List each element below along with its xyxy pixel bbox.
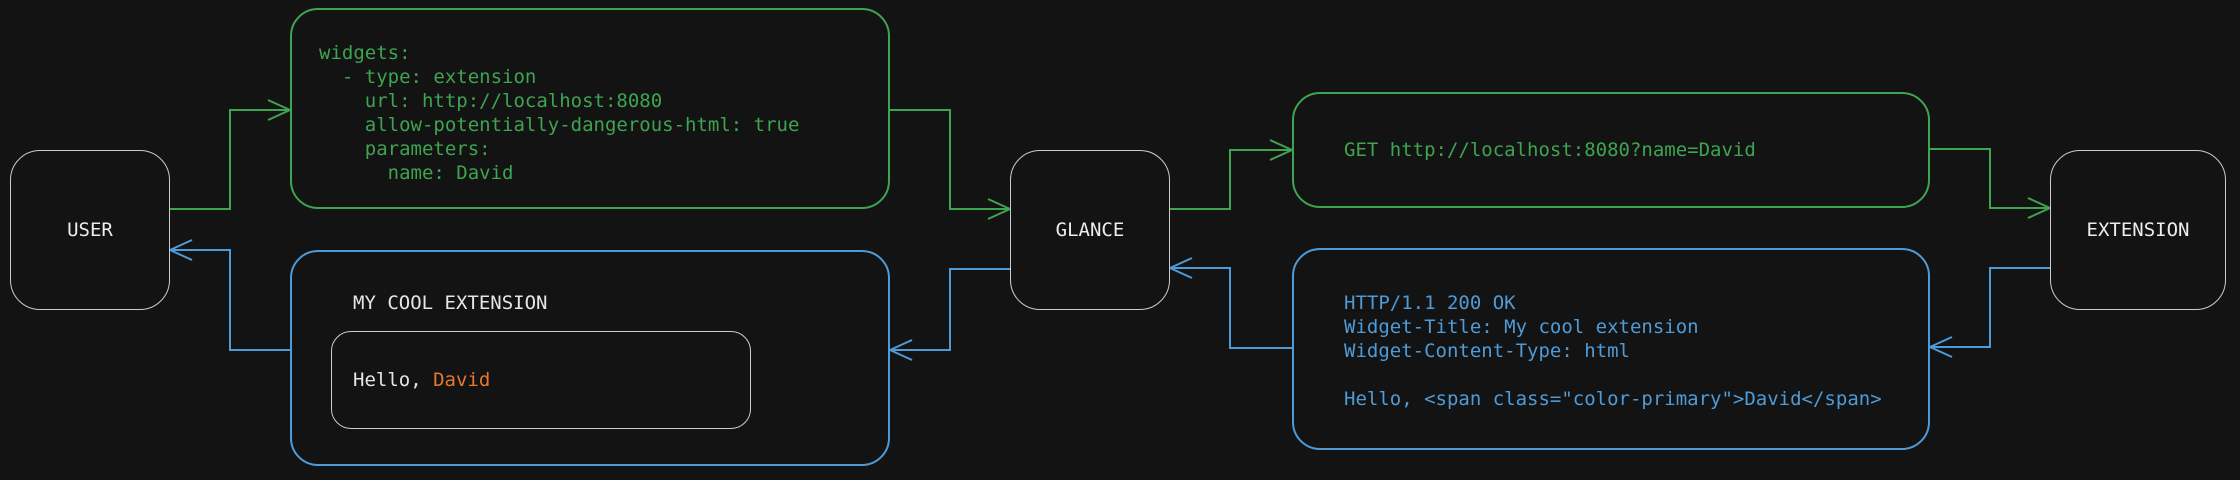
edge-line (1172, 267, 1292, 349)
request-line: GET http://localhost:8080?name=David (1344, 139, 1756, 161)
response-line: Widget-Content-Type: html (1344, 340, 1630, 362)
response-box: HTTP/1.1 200 OK Widget-Title: My cool ex… (1292, 248, 1930, 450)
response-line: HTTP/1.1 200 OK (1344, 292, 1516, 314)
arrowhead-left-icon (1927, 336, 1953, 358)
config-line: url: http://localhost:8080 (319, 90, 663, 112)
arrowhead-left-icon (1167, 257, 1193, 279)
widget-hello-text: Hello, (353, 369, 434, 391)
edge-response-to-glance (1167, 257, 1292, 349)
arrowhead-left-icon (167, 239, 193, 261)
widget-inner-box: Hello, David (331, 331, 751, 429)
edge-line (1170, 149, 1290, 210)
request-box: GET http://localhost:8080?name=David (1292, 92, 1930, 208)
config-box: widgets: - type: extension url: http://l… (290, 8, 890, 209)
edge-glance-to-request (1170, 139, 1295, 210)
arrowhead-left-icon (887, 339, 913, 361)
node-user: USER (10, 150, 170, 310)
response-line: Hello, <span class="color-primary">David… (1344, 388, 1882, 410)
edge-glance-to-widget (887, 268, 1010, 361)
edge-config-to-glance (890, 109, 1013, 220)
edge-line (1930, 148, 2048, 209)
config-line: name: David (319, 162, 514, 184)
node-extension: EXTENSION (2050, 150, 2226, 310)
edge-extension-to-response (1927, 267, 2050, 358)
edge-line (170, 109, 288, 210)
edge-line (892, 268, 1010, 351)
edge-widget-to-user (167, 239, 290, 351)
response-line (1344, 363, 1928, 387)
node-extension-label: EXTENSION (2086, 219, 2190, 241)
node-glance: GLANCE (1010, 150, 1170, 310)
node-glance-label: GLANCE (1055, 219, 1125, 241)
widget-box: MY COOL EXTENSION Hello, David (290, 250, 890, 466)
edge-request-to-extension (1930, 148, 2053, 219)
edge-line (172, 249, 290, 351)
edge-line (890, 109, 1008, 210)
response-line: Widget-Title: My cool extension (1344, 316, 1699, 338)
config-line: allow-potentially-dangerous-html: true (319, 114, 800, 136)
config-line: parameters: (319, 138, 491, 160)
edge-line (1932, 267, 2050, 348)
edge-user-to-config (170, 99, 293, 210)
config-line: - type: extension (319, 66, 537, 88)
widget-title: MY COOL EXTENSION (353, 292, 548, 314)
node-user-label: USER (67, 219, 113, 241)
config-line: widgets: (319, 42, 411, 64)
widget-hello-name: David (433, 369, 491, 391)
